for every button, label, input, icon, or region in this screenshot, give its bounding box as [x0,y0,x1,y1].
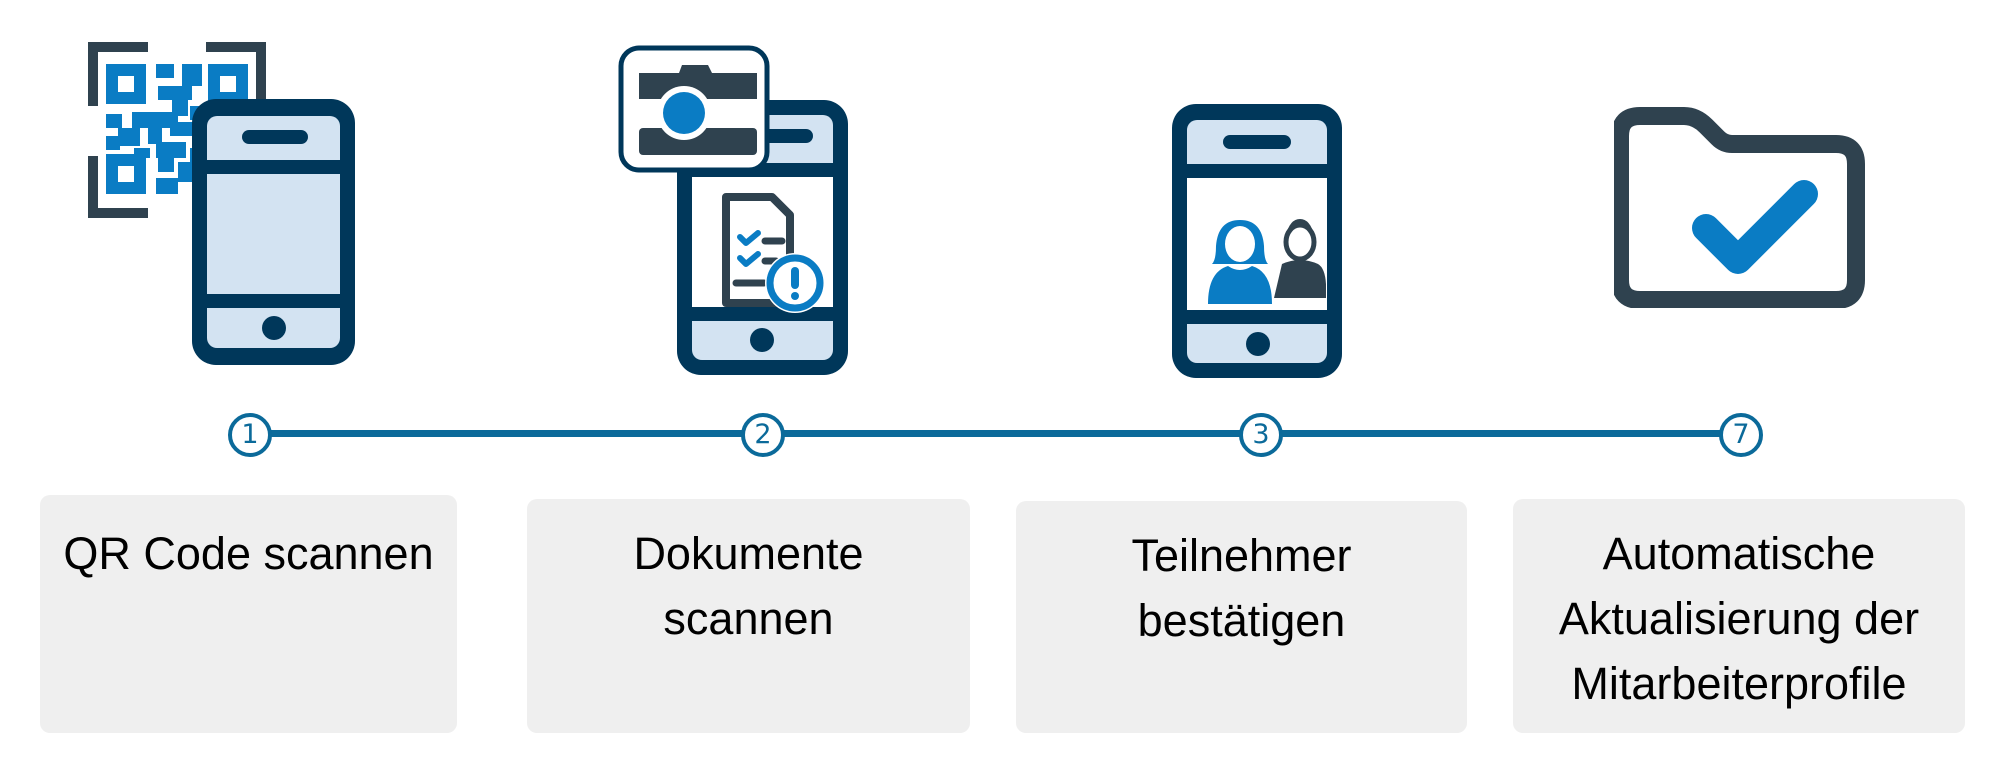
folder-check-icon [1614,107,1865,308]
step-label-3-line-1: Teilnehmer [1131,530,1352,581]
step-number-3: 3 [1239,413,1283,457]
step-label-2-line-1: Dokumente [633,528,864,579]
qr-code-phone-icon [88,42,355,365]
step-card-3: Teilnehmer bestätigen [1016,501,1467,733]
step-label-2-line-2: scannen [663,593,834,644]
step-label-4-line-2: Aktualisierung der [1558,593,1920,644]
step-number-2: 2 [741,413,785,457]
step-label-1-line-1: QR Code scannen [63,528,434,579]
step-number-4: 7 [1719,413,1763,457]
participants-phone-icon [1172,104,1342,378]
step-card-2: Dokumente scannen [527,499,970,733]
timeline-line [270,430,1720,437]
step-label-3-line-2: bestätigen [1137,595,1346,646]
step-label-4-line-3: Mitarbeiterprofile [1571,658,1907,709]
step-label-4-line-1: Automatische [1602,528,1876,579]
step-number-1: 1 [228,413,272,457]
camera-document-phone-icon [618,45,848,375]
step-card-1: QR Code scannen [40,495,457,733]
step-card-4: Automatische Aktualisierung der Mitarbei… [1513,499,1965,733]
